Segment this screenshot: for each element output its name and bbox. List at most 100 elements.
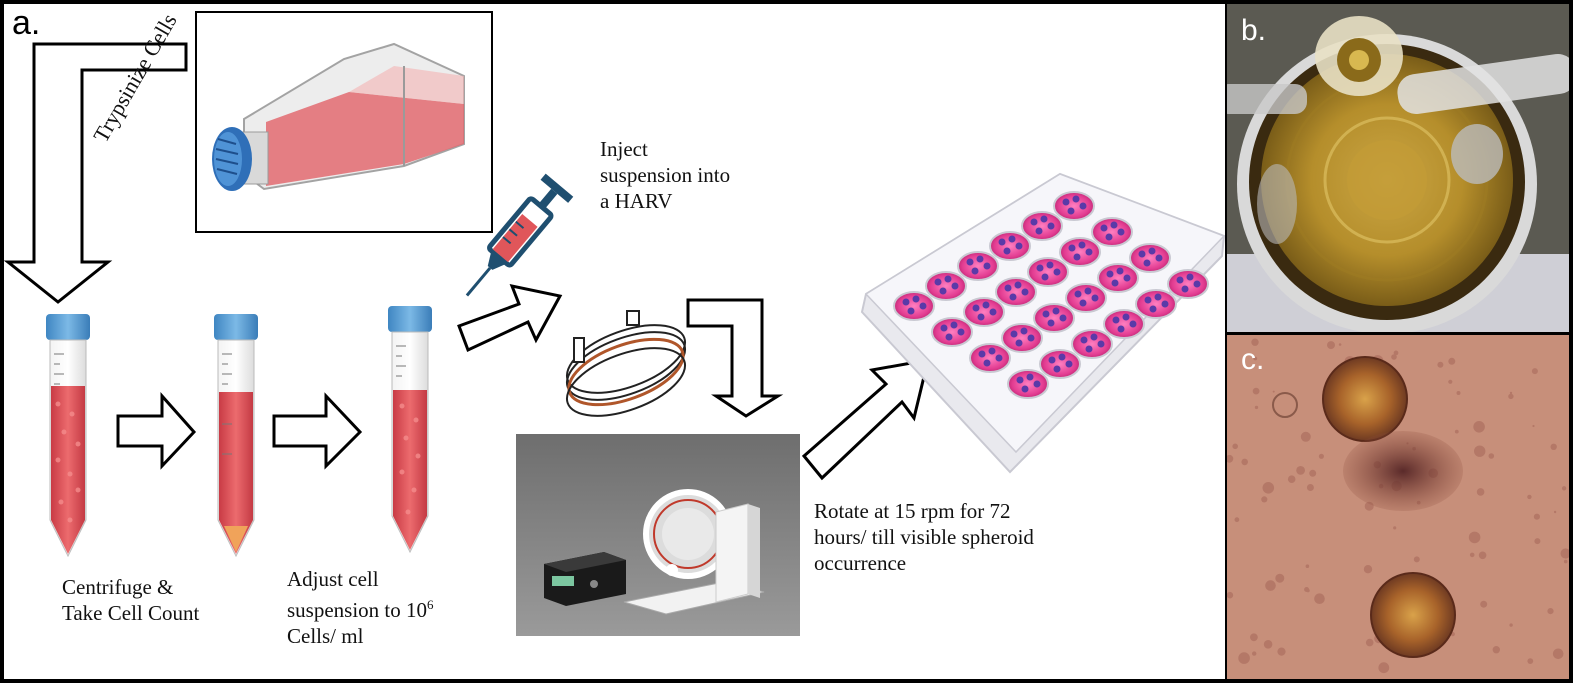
spheroid-dot [957, 328, 965, 336]
plate-well [1167, 269, 1209, 299]
cell-debris [1262, 482, 1275, 494]
spheroid-dot [907, 307, 915, 315]
cell-debris [1534, 538, 1541, 545]
spheroid-dot [945, 333, 953, 341]
spheroid-dot [950, 321, 958, 329]
spheroid-dot [951, 282, 959, 290]
spheroid-dot [977, 313, 985, 321]
plate-well [1071, 329, 1113, 359]
spheroid-dot [1116, 267, 1124, 275]
cell-debris [1277, 647, 1286, 656]
cell-debris [1365, 638, 1374, 647]
plate-well [925, 271, 967, 301]
cell-debris [1309, 469, 1317, 477]
spheroid-dot [1047, 319, 1055, 327]
arrow-to-rotator [686, 298, 784, 418]
spheroid-dot [966, 258, 974, 266]
cell-debris [1253, 356, 1258, 361]
spheroid-dot [902, 298, 910, 306]
spheroid-dot [940, 324, 948, 332]
cell-debris [1473, 421, 1485, 433]
caption-adjust-line1: Adjust cell [287, 567, 379, 591]
panel-b-harv-photo: b. [1227, 4, 1569, 332]
spheroid-dot [1080, 336, 1088, 344]
cell-debris [1261, 496, 1268, 503]
spheroid-dot [989, 308, 997, 316]
spheroid-dot [1084, 287, 1092, 295]
cell-debris [1306, 484, 1314, 491]
caption-adjust-line2: suspension to 106 [287, 592, 434, 623]
caption-inject-line2: suspension into [600, 163, 731, 187]
cell-debris [1468, 531, 1481, 544]
caption-inject: Inject suspension into a HARV [600, 136, 730, 214]
cell-debris [1553, 510, 1557, 514]
spheroid-dot [1067, 207, 1075, 215]
caption-rotate-line1: Rotate at 15 rpm for 72 [814, 499, 1011, 523]
spheroid-dot [1181, 285, 1189, 293]
cell-debris [1252, 651, 1257, 656]
cell-debris [1552, 648, 1564, 660]
caption-rotate-line3: occurrence [814, 551, 907, 575]
spheroid-dot [1035, 227, 1043, 235]
workflow-diagram [4, 11, 1225, 636]
spheroid-dot [1085, 248, 1093, 256]
spheroid-micrograph [1227, 335, 1569, 679]
spheroid-dot [983, 262, 991, 270]
spheroid-dot [1015, 339, 1023, 347]
spheroid-dot [1138, 250, 1146, 258]
spheroid-dot [1112, 316, 1120, 324]
spheroid-dot [1105, 233, 1113, 241]
spheroid-dot [998, 238, 1006, 246]
spheroid-dot [1079, 299, 1087, 307]
spheroid-dot [1009, 293, 1017, 301]
spheroid-dot [1041, 273, 1049, 281]
caption-centrifuge-line2: Take Cell Count [62, 601, 200, 625]
cell-debris [1265, 580, 1276, 591]
spheroid-dot [1046, 261, 1054, 269]
cell-debris [1296, 466, 1305, 475]
spheroid-dot [1079, 202, 1087, 210]
spheroid-dot [1059, 314, 1067, 322]
harv-vessel-sketch [565, 310, 687, 417]
arrow-step-2 [272, 392, 363, 470]
caption-adjust: Adjust cell suspension to 106 Cells/ ml [287, 566, 434, 649]
cell-debris [1547, 608, 1554, 615]
spheroid-dot [1040, 215, 1048, 223]
arrow-trypsinize [4, 42, 188, 304]
spheroid-dot [1073, 253, 1081, 261]
spheroid-dot [1091, 294, 1099, 302]
cell-debris [1488, 453, 1495, 459]
plate-well [1021, 211, 1063, 241]
cell-debris [1272, 390, 1275, 393]
spheroid-dot [1193, 280, 1201, 288]
cell-debris [1305, 564, 1310, 568]
arrow-step-1 [116, 392, 197, 470]
cell-debris [1532, 424, 1535, 428]
cell-debris [1227, 591, 1234, 599]
spheroid-dot [1106, 270, 1114, 278]
cell-debris [1527, 658, 1534, 664]
spheroid-dot [1053, 268, 1061, 276]
spheroid-dot [1062, 198, 1070, 206]
cell-debris [1474, 445, 1486, 457]
panel-a-workflow: a. Trypsinize Cells Centrifuge & Take Ce… [4, 4, 1225, 679]
spheroid-dot [1047, 222, 1055, 230]
caption-adjust-exponent: 6 [427, 597, 434, 612]
cell-debris [1300, 431, 1311, 442]
panel-c-spheroid-micrograph: c. [1227, 335, 1569, 679]
plate-well [931, 317, 973, 347]
spheroid-dot [1117, 228, 1125, 236]
cell-debris [1550, 443, 1557, 450]
spheroid-dot [1100, 224, 1108, 232]
cell-debris [1238, 652, 1250, 664]
spheroid-dot [1053, 365, 1061, 373]
centrifuge-tube-1 [46, 314, 90, 558]
cell-debris [1561, 486, 1567, 491]
spheroid-dot [1123, 274, 1131, 282]
cell-debris [1413, 556, 1420, 563]
cell-debris [1338, 343, 1342, 346]
panel-b-label: b. [1241, 14, 1267, 47]
spheroid-dot [1030, 218, 1038, 226]
caption-adjust-line3: Cells/ ml [287, 624, 364, 648]
